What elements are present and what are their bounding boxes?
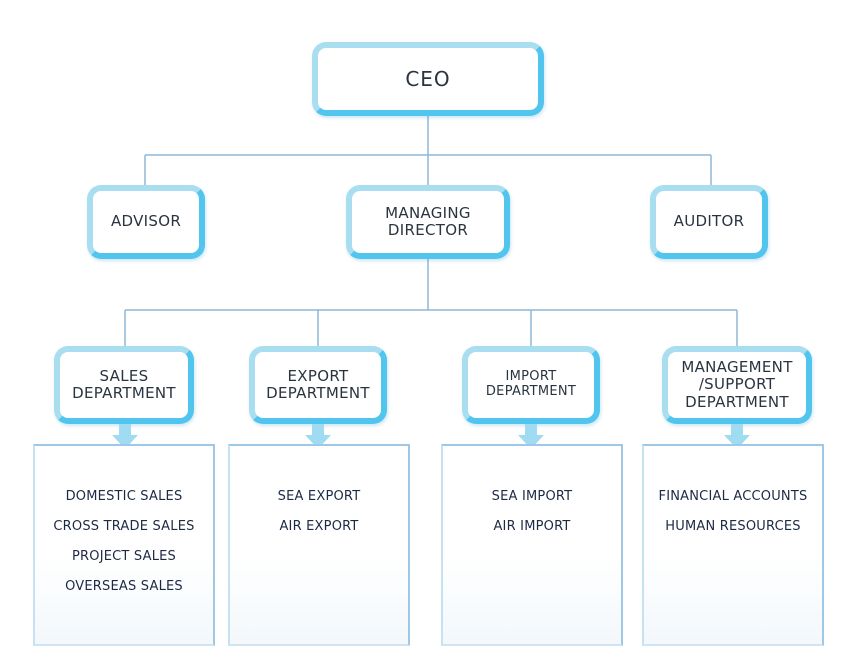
sales-department-label: SALES DEPARTMENT — [72, 366, 176, 402]
management-department-label: MANAGEMENT /SUPPORT DEPARTMENT — [681, 358, 793, 411]
list-item: SEA EXPORT — [277, 489, 361, 504]
ceo-box: CEO — [312, 42, 544, 116]
export-department-label: EXPORT DEPARTMENT — [266, 366, 370, 402]
advisor-box: ADVISOR — [87, 185, 205, 259]
managing-director-label: MANAGING DIRECTOR — [385, 203, 471, 239]
export-department-box: EXPORT DEPARTMENT — [249, 346, 387, 424]
list-item: SEA IMPORT — [491, 489, 573, 504]
auditor-box: AUDITOR — [650, 185, 768, 259]
list-item: HUMAN RESOURCES — [665, 519, 801, 534]
import-items-panel: SEA IMPORT AIR IMPORT — [441, 444, 623, 646]
list-item: CROSS TRADE SALES — [53, 519, 195, 534]
managing-director-box: MANAGING DIRECTOR — [346, 185, 510, 259]
import-department-box: IMPORT DEPARTMENT — [462, 346, 600, 424]
list-item: PROJECT SALES — [72, 549, 176, 564]
auditor-label: AUDITOR — [673, 212, 745, 231]
management-items-panel: FINANCIAL ACCOUNTS HUMAN RESOURCES — [642, 444, 824, 646]
list-item: AIR IMPORT — [493, 519, 571, 534]
list-item: OVERSEAS SALES — [65, 579, 183, 594]
list-item: DOMESTIC SALES — [65, 489, 183, 504]
sales-items-panel: DOMESTIC SALES CROSS TRADE SALES PROJECT… — [33, 444, 215, 646]
export-items-panel: SEA EXPORT AIR EXPORT — [228, 444, 410, 646]
import-department-label: IMPORT DEPARTMENT — [485, 369, 577, 399]
sales-department-box: SALES DEPARTMENT — [54, 346, 194, 424]
management-department-box: MANAGEMENT /SUPPORT DEPARTMENT — [662, 346, 812, 424]
ceo-label: CEO — [405, 66, 451, 91]
advisor-label: ADVISOR — [110, 212, 182, 231]
list-item: AIR EXPORT — [279, 519, 359, 534]
list-item: FINANCIAL ACCOUNTS — [658, 489, 808, 504]
